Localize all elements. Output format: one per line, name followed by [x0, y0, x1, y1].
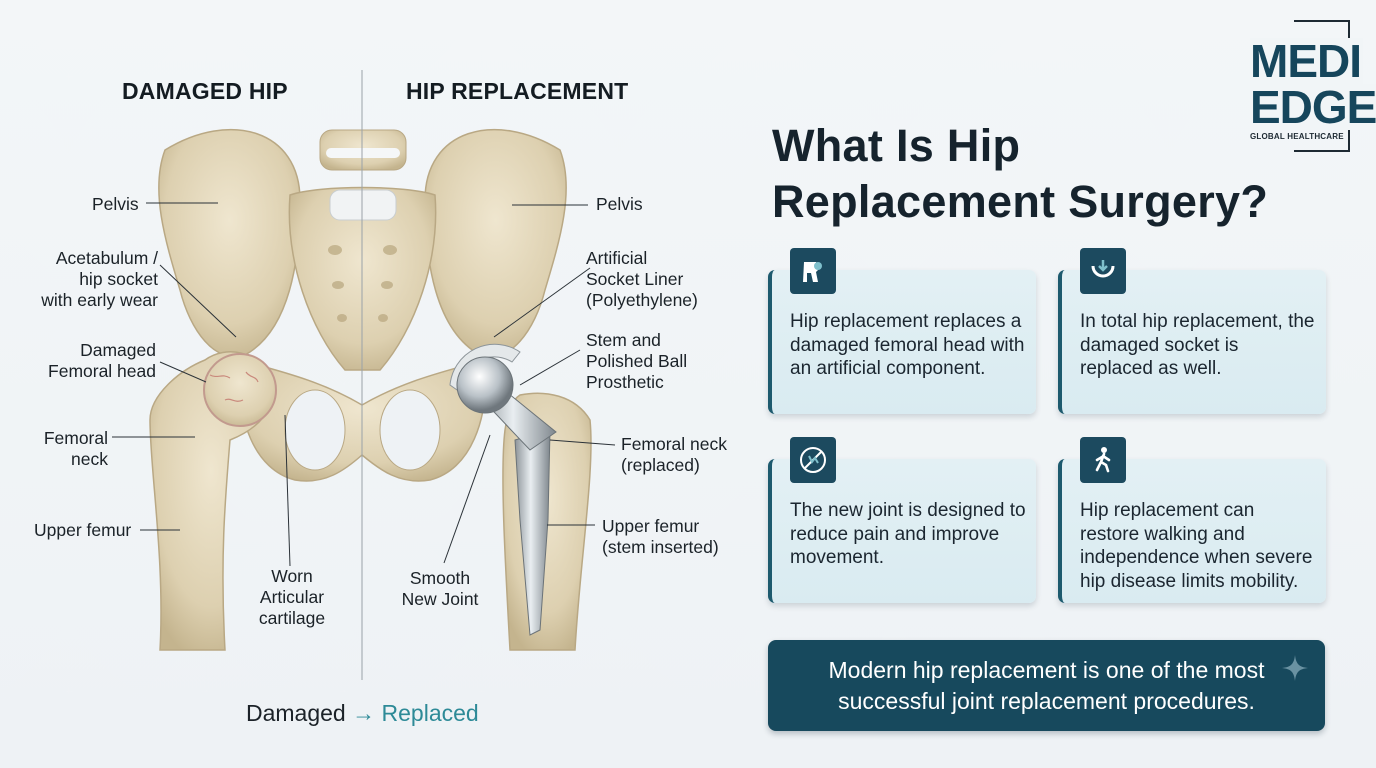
sparkle-icon [1282, 655, 1308, 681]
logo-tagline: GLOBAL HEALTHCARE [1250, 132, 1344, 141]
right-iliac-wing [424, 128, 567, 358]
card-text: In total hip replacement, the damaged so… [1080, 311, 1315, 379]
hip-joint-icon [790, 248, 836, 294]
info-card-socket: In total hip replacement, the damaged so… [1058, 248, 1326, 414]
pain-relief-icon [790, 437, 836, 483]
banner-text: Modern hip replacement is one of the mos… [828, 656, 1265, 714]
label-smooth-joint: Smooth New Joint [401, 568, 479, 609]
damaged-hip-title: DAMAGED HIP [122, 78, 288, 104]
label-stem-ball: Stem and Polished Ball Prosthetic [586, 330, 688, 392]
caption-damaged: Damaged [246, 700, 346, 726]
label-acetabulum: Acetabulum / hip socket with early wear [41, 248, 158, 310]
logo-word-medi: MEDI [1250, 35, 1363, 87]
arrow-right-icon: → [352, 700, 376, 726]
label-upper-femur-right: Upper femur (stem inserted) [602, 516, 719, 557]
page-title: What Is Hip Replacement Surgery? [772, 120, 1269, 227]
label-pelvis-left: Pelvis [92, 194, 139, 214]
label-femoral-head: Damaged Femoral head [48, 340, 156, 381]
info-card-femoral-head: Hip replacement replaces a damaged femor… [768, 248, 1036, 414]
info-card-walking: Hip replacement can restore walking and … [1058, 437, 1326, 603]
label-socket-liner: Artificial Socket Liner (Polyethylene) [586, 248, 698, 310]
prosthetic-ball [456, 356, 514, 414]
socket-icon [1080, 248, 1126, 294]
caption-replaced: Replaced [381, 700, 479, 726]
brand-logo: MEDI EDGE GLOBAL HEALTHCARE [1250, 20, 1376, 152]
card-text: Hip replacement can restore walking and … [1080, 500, 1313, 592]
label-upper-femur-left: Upper femur [34, 520, 132, 540]
card-text: The new joint is designed to reduce pain… [790, 500, 1026, 568]
label-femoral-neck-right: Femoral neck (replaced) [621, 434, 728, 475]
label-cartilage: Worn Articular cartilage [258, 566, 326, 628]
card-text: Hip replacement replaces a damaged femor… [790, 311, 1025, 379]
left-iliac-wing [158, 128, 301, 358]
info-card-pain: The new joint is designed to reduce pain… [768, 437, 1036, 603]
hip-replacement-title: HIP REPLACEMENT [406, 78, 629, 104]
label-femoral-neck-left: Femoral neck [43, 428, 108, 469]
summary-banner: Modern hip replacement is one of the mos… [768, 640, 1325, 731]
logo-word-edge: EDGE [1250, 84, 1376, 130]
label-pelvis-right: Pelvis [596, 194, 643, 214]
walking-person-icon [1080, 437, 1126, 483]
caption: Damaged → Replaced [246, 700, 479, 727]
hip-illustration [112, 70, 616, 680]
